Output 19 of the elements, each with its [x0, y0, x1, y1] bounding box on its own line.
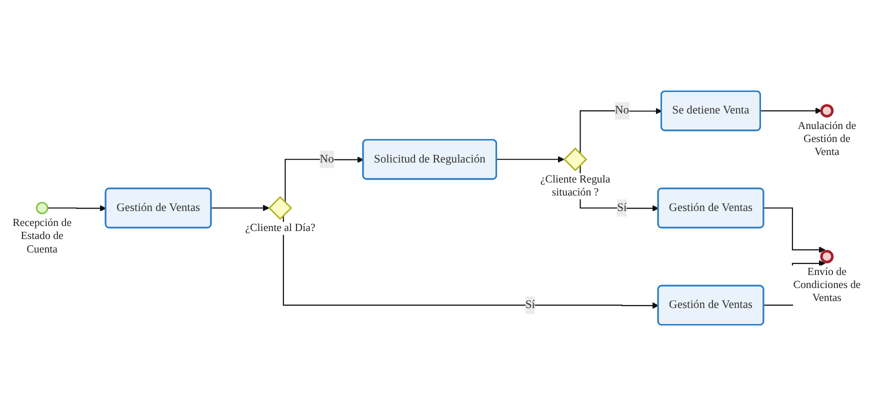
arrow — [284, 156, 364, 202]
node-diamond — [268, 196, 292, 220]
node-circle — [820, 104, 834, 118]
event-label: ¿Cliente Regula situación ? — [538, 173, 614, 200]
node-diamond — [563, 147, 588, 172]
node-circle — [36, 202, 48, 214]
edge-label: Sí — [525, 298, 536, 312]
arrow — [763, 207, 826, 253]
arrow — [210, 204, 270, 212]
arrow — [580, 108, 662, 154]
edge-label: Sí — [617, 201, 627, 214]
node-circle — [820, 250, 834, 264]
event-label: ¿Cliente al Día? — [244, 222, 317, 235]
edge-label: No — [614, 104, 630, 117]
arrow — [760, 108, 822, 114]
edge-label: No — [320, 152, 334, 166]
arrow — [46, 205, 106, 212]
arrow — [496, 156, 564, 163]
arrow — [282, 215, 659, 309]
